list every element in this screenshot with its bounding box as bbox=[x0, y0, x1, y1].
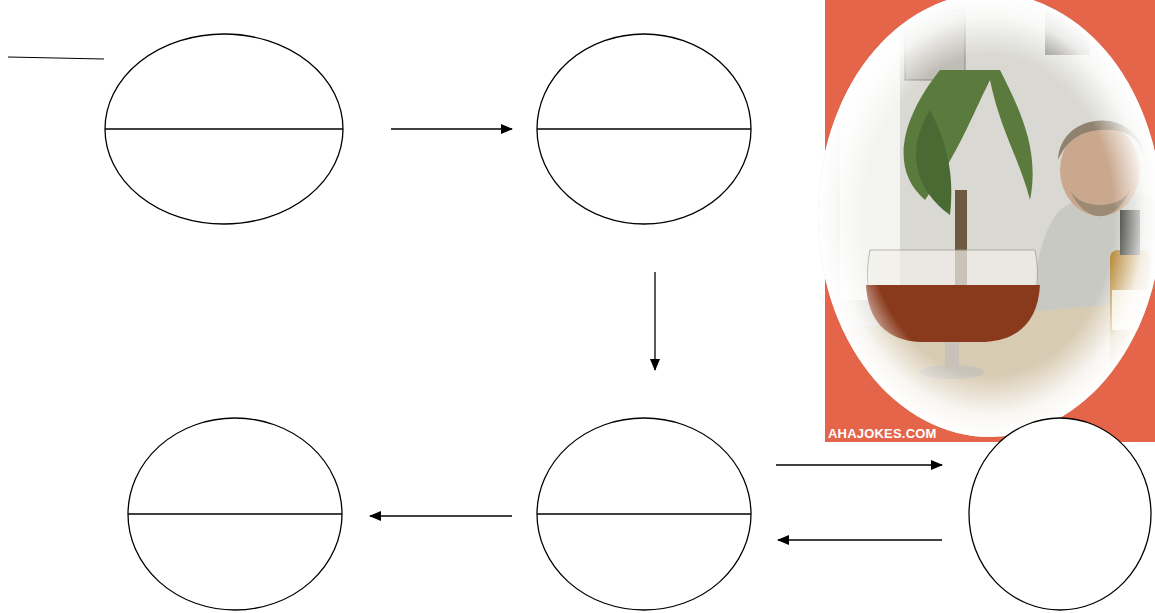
circle-outline bbox=[968, 417, 1152, 611]
arrow-connector bbox=[654, 272, 655, 370]
split-circle bbox=[104, 33, 344, 225]
circle-outline bbox=[104, 33, 344, 225]
arrow-connector bbox=[370, 515, 512, 516]
split-circle bbox=[127, 417, 343, 611]
arrow-connector bbox=[391, 128, 512, 129]
leader-line bbox=[8, 57, 104, 59]
watermark: AHAJOKES.COM bbox=[828, 426, 937, 441]
circle-outline bbox=[536, 417, 752, 611]
split-circle bbox=[536, 33, 752, 225]
plain-circle bbox=[968, 417, 1152, 611]
circle-outline bbox=[536, 33, 752, 225]
photo-vignette bbox=[818, 0, 1155, 437]
circle-outline bbox=[127, 417, 343, 611]
arrow-connector bbox=[778, 539, 942, 540]
split-circle bbox=[536, 417, 752, 611]
arrow-connector bbox=[776, 464, 942, 465]
